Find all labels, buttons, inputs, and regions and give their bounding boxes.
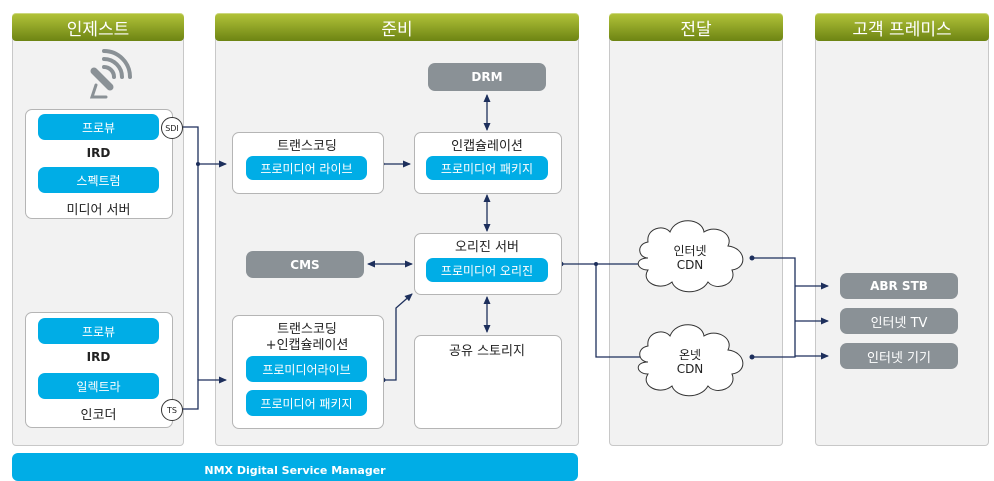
cloud-icon-internet	[637, 220, 744, 293]
ts-port: TS	[161, 399, 183, 421]
ird-label-top: IRD	[86, 146, 111, 160]
customer-section	[815, 28, 989, 446]
sdi-port: SDI	[161, 117, 183, 139]
cms-box[interactable]: CMS	[246, 251, 364, 278]
nmx-service-manager-bar[interactable]: NMX Digital Service Manager	[12, 453, 578, 481]
deliver-header: 전달	[609, 13, 783, 41]
encoder-label: 인코더	[80, 408, 117, 423]
origin-to-onnet	[595, 264, 641, 358]
ingest-header: 인제스트	[12, 13, 184, 41]
drm-box[interactable]: DRM	[428, 63, 546, 91]
media-server-label: 미디어 서버	[66, 203, 131, 218]
internet-cdn-line1: 인터넷	[673, 244, 707, 258]
cdn-to-customer	[752, 257, 796, 358]
internet-device-box[interactable]: 인터넷 기기	[840, 343, 958, 369]
promedia-live-pill-2[interactable]: 프로미디어라이브	[246, 356, 367, 382]
promedia-package-pill[interactable]: 프로미디어 패키지	[426, 156, 548, 180]
proview-pill-top[interactable]: 프로뷰	[38, 114, 159, 140]
ird-label-bottom: IRD	[86, 350, 111, 364]
trans-encap-title2: +인캡슐레이션	[265, 338, 349, 353]
abr-stb-box[interactable]: ABR STB	[840, 273, 958, 299]
onnet-cdn-line1: 온넷	[678, 348, 702, 362]
onnet-cdn-label: 온넷 CDN	[650, 348, 730, 376]
promedia-live-pill[interactable]: 프로미디어 라이브	[246, 156, 367, 180]
internet-tv-box[interactable]: 인터넷 TV	[840, 308, 958, 334]
transencap-origin	[380, 293, 413, 383]
cloud-icon-onnet	[637, 324, 744, 397]
satellite-dish-icon	[89, 49, 132, 99]
origin-title: 오리진 서버	[455, 240, 519, 255]
prepare-header: 준비	[215, 13, 579, 41]
spectrum-pill[interactable]: 스펙트럼	[38, 167, 159, 193]
promedia-origin-pill[interactable]: 프로미디어 오리진	[426, 258, 548, 282]
sdi-line	[182, 126, 227, 168]
encapsulation-title: 인캡슐레이션	[451, 139, 523, 154]
internet-cdn-line2: CDN	[676, 258, 704, 272]
electra-pill[interactable]: 일렉트라	[38, 373, 159, 399]
transcoding-title: 트랜스코딩	[277, 139, 337, 154]
customer-header: 고객 프레미스	[815, 13, 989, 41]
trans-encap-title1: 트랜스코딩	[277, 322, 337, 337]
promedia-package-pill-2[interactable]: 프로미디어 패키지	[246, 390, 367, 416]
ts-line	[182, 376, 227, 410]
storage-title: 공유 스토리지	[449, 344, 525, 359]
proview-pill-bottom[interactable]: 프로뷰	[38, 318, 159, 344]
mediagrid-label: 미디어그리드	[453, 397, 521, 411]
onnet-cdn-line2: CDN	[676, 362, 704, 376]
storage-panel	[414, 335, 562, 429]
internet-cdn-label: 인터넷 CDN	[650, 244, 730, 272]
